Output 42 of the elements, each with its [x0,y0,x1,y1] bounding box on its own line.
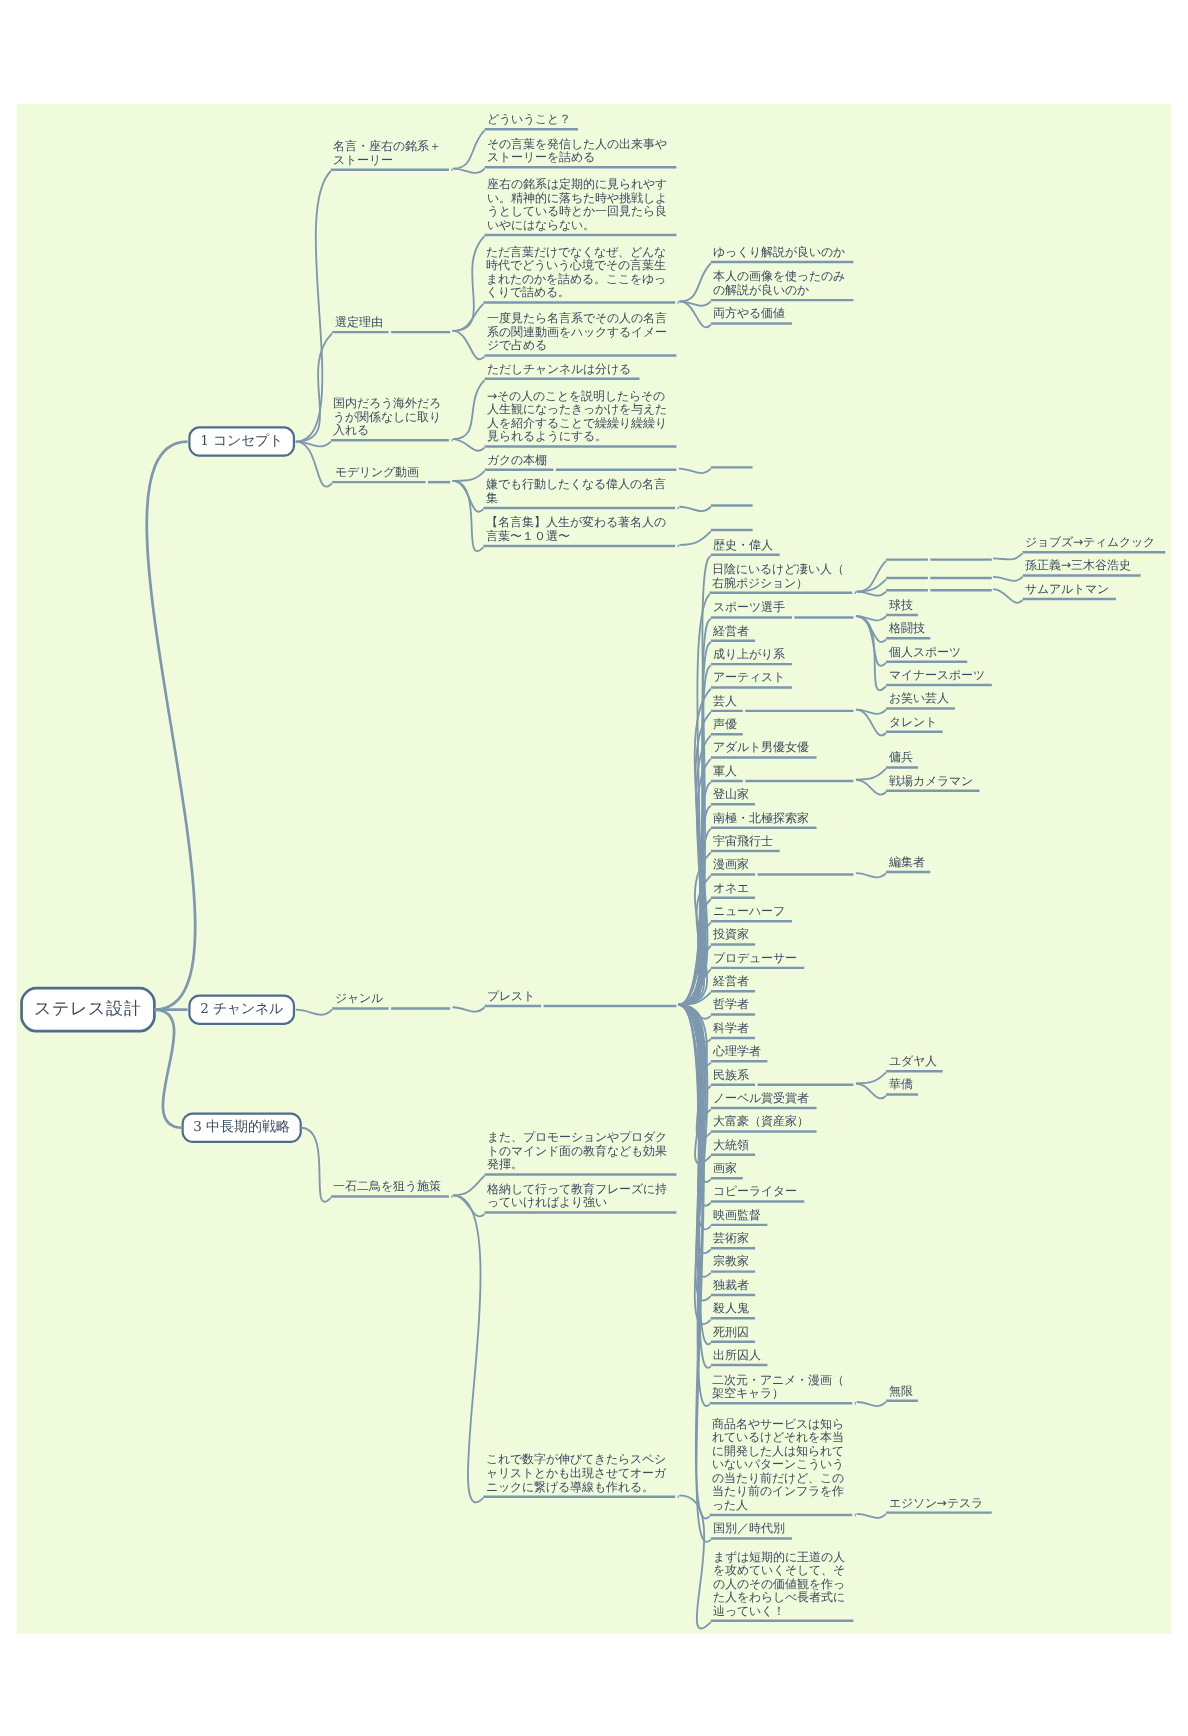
connector [294,1007,333,1015]
connector [451,1005,486,1012]
connector [299,1125,332,1202]
connector [294,169,332,442]
connector [678,299,712,328]
connector [451,479,485,512]
connector [992,551,1024,560]
connector [678,261,712,302]
connector [992,574,1024,581]
connector [294,439,333,487]
connector [452,1173,486,1196]
connector [855,1070,887,1084]
connector [145,439,197,1010]
node-bar [710,527,753,531]
connector [451,479,485,551]
connector [678,299,712,306]
connector [855,766,887,780]
node-bar [710,503,753,506]
connector [855,1081,887,1099]
connector [452,166,486,173]
connector [677,466,712,473]
connector [855,614,887,690]
connector [452,378,486,440]
connector [451,234,486,331]
connector [855,614,887,666]
node-box: ステレス設計 [20,985,156,1032]
connector [855,871,887,878]
connector [452,128,486,169]
connector [678,1493,712,1629]
connector [294,331,333,442]
connector [992,587,1024,603]
connector [452,1193,486,1217]
connector [451,301,485,331]
connector [452,437,486,451]
connector [451,469,486,481]
connector [154,1007,188,1011]
connector [452,1193,485,1502]
connector [855,777,887,795]
node-bar [710,465,753,468]
connector [855,707,887,714]
connector [451,328,486,360]
connector [855,707,887,736]
